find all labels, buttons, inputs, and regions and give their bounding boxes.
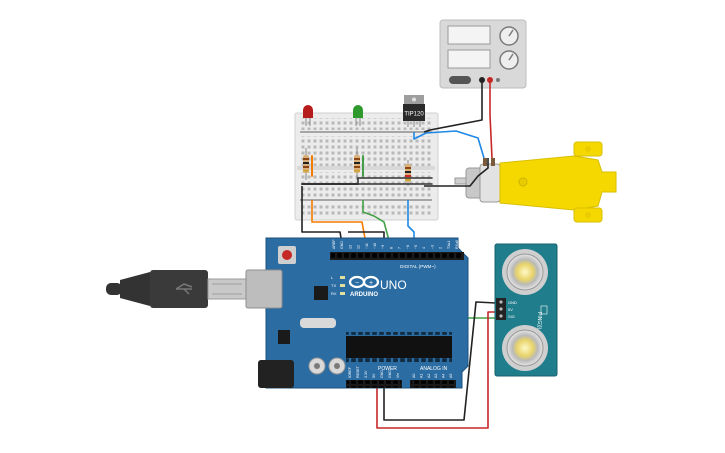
red-led[interactable] <box>303 105 313 126</box>
usb-port <box>245 269 283 309</box>
digital-pin-label: AREF <box>332 239 336 249</box>
voltage-regulator <box>278 330 290 344</box>
usb-plug-icon <box>106 270 247 308</box>
analog-pin-label: A2 <box>427 374 431 378</box>
arduino-uno-board[interactable]: − + ARDUINO UNO DIGITAL (PWM~) POWER ANA… <box>245 237 479 389</box>
analog-pin-label: A1 <box>419 374 423 378</box>
digital-pin-label: RX◂0 <box>455 240 459 249</box>
analog-pin-label: A5 <box>449 374 453 378</box>
sensor-pin-label: 5V <box>508 307 513 312</box>
resistor-red-led[interactable] <box>303 148 309 180</box>
board-led <box>340 292 345 295</box>
digital-pin-label: 8 <box>389 247 393 249</box>
ultrasonic-sensor[interactable]: GND 5V SIG PING))) <box>494 243 558 377</box>
digital-pin-label: 2 <box>439 247 443 249</box>
current-display <box>447 49 491 69</box>
power-supply[interactable] <box>439 19 527 89</box>
board-led <box>340 276 345 279</box>
digital-pin-label: TX▸1 <box>447 241 451 249</box>
dc-gear-motor[interactable] <box>454 141 617 223</box>
power-pin-label: RESET <box>356 365 360 378</box>
board-led-label: RX <box>331 291 337 296</box>
power-pin-label: GND <box>388 370 392 378</box>
breadboard <box>294 112 439 221</box>
arduino-model-label: UNO <box>380 278 407 292</box>
arduino-logo-text: ARDUINO <box>350 292 378 298</box>
digital-pin-label: ~10 <box>373 243 377 249</box>
tip120-transistor[interactable]: TIP120 <box>403 95 425 127</box>
board-led <box>340 284 345 287</box>
transistor-label: TIP120 <box>404 112 424 118</box>
board-leds: L TX RX <box>331 275 345 296</box>
power-pin-labels: IOREF RESET 3.3V 5V GND GND Vin <box>348 365 400 378</box>
analog-header-label: ANALOG IN <box>420 366 448 372</box>
resistor-green-led[interactable] <box>354 148 360 180</box>
analog-pin-label: A3 <box>434 374 438 378</box>
digital-pin-label: 7 <box>398 247 402 249</box>
digital-pin-label: GND <box>340 241 344 249</box>
usb-chip <box>314 286 328 300</box>
sensor-pin-labels: GND 5V SIG <box>508 300 517 319</box>
transmitter-transducer <box>506 253 544 291</box>
analog-pin-label: A0 <box>412 374 416 378</box>
power-pin-label: GND <box>380 370 384 378</box>
power-pin-label: 3.3V <box>364 370 368 378</box>
power-pin-label: IOREF <box>348 366 352 378</box>
board-led-label: TX <box>331 283 336 288</box>
digital-pin-label: ~3 <box>430 245 434 249</box>
power-jack <box>258 360 294 388</box>
digital-pin-label: ~5 <box>414 245 418 249</box>
analog-pin-label: A4 <box>442 374 446 378</box>
power-switch[interactable] <box>449 76 471 84</box>
digital-header-label: DIGITAL (PWM~) <box>400 264 436 269</box>
crystal <box>300 318 336 328</box>
power-header-label: POWER <box>378 366 397 372</box>
svg-text:−: − <box>355 280 359 287</box>
reset-button-cap[interactable] <box>282 250 292 260</box>
digital-pin-label: 13 <box>348 245 352 249</box>
atmega-chip <box>346 336 452 358</box>
green-led[interactable] <box>353 105 363 126</box>
sensor-pin-label: SIG <box>508 314 515 319</box>
power-pin-label: 5V <box>372 373 376 378</box>
receiver-transducer <box>506 329 544 367</box>
digital-pin-label: 4 <box>422 247 426 249</box>
voltage-display <box>447 25 491 45</box>
board-led-label: L <box>331 275 334 280</box>
motor-shaft <box>454 177 468 185</box>
sensor-model-text: PING))) <box>536 312 542 330</box>
svg-text:+: + <box>369 280 373 287</box>
digital-pin-labels: AREF GND 13 12 ~11 ~10 ~9 8 7 ~6 ~5 4 ~3 2 TX▸1 RX◂0 <box>332 239 459 249</box>
power-pin-label: Vin <box>396 373 400 378</box>
digital-pin-label: ~6 <box>406 245 410 249</box>
digital-pin-label: ~11 <box>365 243 369 249</box>
sensor-pin-label: GND <box>508 300 517 305</box>
breadboard-jumpers <box>301 155 433 185</box>
digital-pin-label: ~9 <box>381 245 385 249</box>
infinity-logo-icon: − + <box>348 275 380 289</box>
digital-pin-label: 12 <box>357 245 361 249</box>
